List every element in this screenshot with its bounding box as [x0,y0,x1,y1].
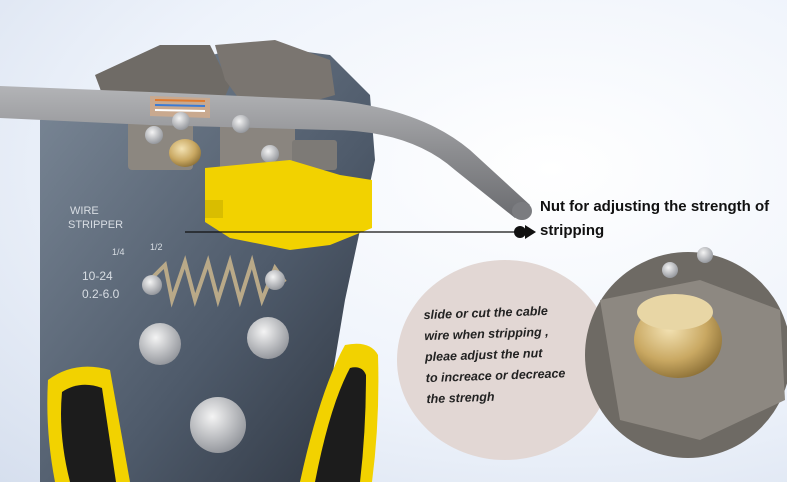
callout-pointer [185,225,536,239]
info-bubble [397,260,613,460]
rivets [139,317,289,453]
spring [148,254,287,308]
bubble-text: slide or cut the cable wire when strippi… [423,299,607,410]
adjusting-nut [169,139,201,167]
callout-text-line2: stripping [540,222,605,239]
spring-pin-left [142,275,162,295]
marking-fraction-b: 1/2 [150,242,163,252]
handles [47,343,379,482]
gray-cable [0,86,532,220]
yellow-slider [205,160,372,250]
closeup-inset [585,247,787,458]
callout-text-line1: Nut for adjusting the strength of [540,198,770,215]
marking-stripper: STRIPPER [68,219,123,231]
marking-gauge: 10-24 [82,269,113,283]
tool-markings: WIRE STRIPPER 1/4 1/2 10-24 0.2-6.0 [68,205,163,301]
marking-size: 0.2-6.0 [82,287,120,301]
marking-wire: WIRE [70,205,99,217]
spring-pin-right [265,270,285,290]
marking-fraction-a: 1/4 [112,247,125,257]
